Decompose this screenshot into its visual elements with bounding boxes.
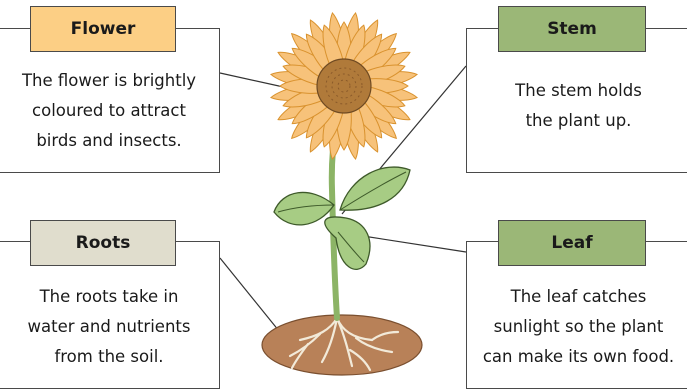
flower-head-illustration (270, 12, 418, 160)
flower-label: Flower (30, 6, 176, 52)
roots-description: The roots take in water and nutrients fr… (27, 287, 191, 366)
leaf-description: The leaf catches sunlight so the plant c… (482, 287, 675, 366)
stem-card: The stem holds the plant up. (466, 28, 687, 173)
flower-description: The flower is brightly coloured to attra… (21, 71, 197, 150)
roots-label: Roots (30, 220, 176, 266)
stem-label: Stem (498, 6, 646, 52)
soil-mound (261, 314, 423, 376)
flower-connector (219, 72, 289, 89)
flower-center (316, 58, 372, 114)
stem-description: The stem holds the plant up. (515, 81, 642, 130)
leaves-illustration (273, 166, 411, 270)
flower-card: The flower is brightly coloured to attra… (0, 28, 220, 173)
roots-illustration (288, 316, 400, 372)
leaf-label: Leaf (498, 220, 646, 266)
leaf-connector (362, 235, 467, 253)
seed-pattern (325, 67, 363, 105)
seed-pattern (337, 79, 351, 93)
seed-pattern (331, 73, 357, 99)
